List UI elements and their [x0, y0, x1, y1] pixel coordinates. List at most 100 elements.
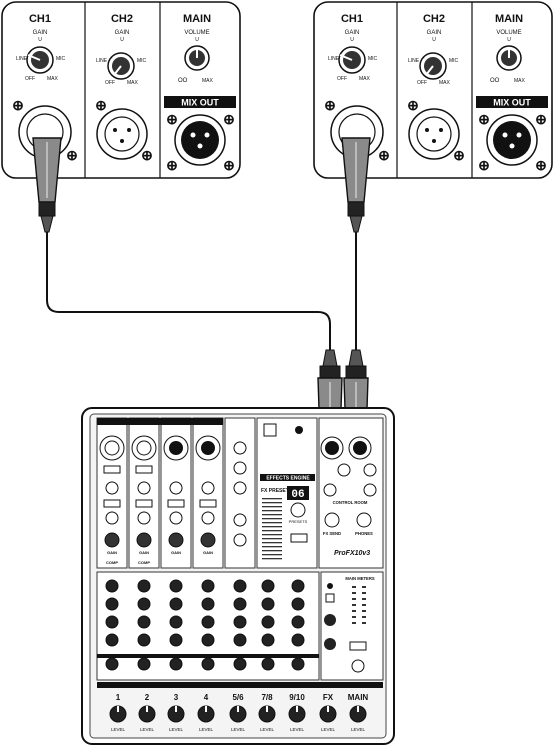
max-label: MAX: [202, 78, 214, 84]
inf-label: OO: [178, 78, 188, 84]
level-faders: 1 2 3 4 5/6 7/8 9/10 FX MAIN LEVEL LEVEL…: [97, 682, 383, 732]
svg-text:⊕: ⊕: [141, 147, 153, 163]
mix-out-label: MIX OUT: [181, 98, 219, 108]
preset-display-value: 06: [291, 489, 304, 501]
ch1-label: CH1: [341, 13, 363, 25]
unity-label: U: [195, 37, 199, 43]
main-label: MAIN: [495, 13, 523, 25]
max-label: MAX: [127, 80, 139, 86]
off-label: OFF: [25, 76, 35, 82]
fx-presets-label: FX PRESETS: [261, 488, 293, 494]
gain-label: GAIN: [107, 550, 117, 555]
max-label: MAX: [514, 78, 526, 84]
gain-label: GAIN: [345, 30, 360, 36]
mic-label: MIC: [449, 58, 459, 64]
svg-text:⊕: ⊕: [378, 147, 390, 163]
master-section: MAIN METERS: [320, 571, 384, 681]
level-label: LEVEL: [140, 727, 155, 732]
cable-left: [46, 232, 331, 350]
unity-label: U: [432, 37, 436, 43]
comp-label: COMP: [138, 560, 150, 565]
svg-text:⊕: ⊕: [453, 147, 465, 163]
max-label: MAX: [439, 80, 451, 86]
unity-label: U: [507, 37, 511, 43]
channel-4-label: 4: [204, 693, 209, 702]
line-label: LINE: [96, 58, 108, 64]
gain-label: GAIN: [427, 30, 442, 36]
comp-label: COMP: [106, 560, 118, 565]
svg-text:⊕: ⊕: [166, 157, 178, 173]
svg-text:⊕: ⊕: [12, 97, 24, 113]
brand-logo: ProFX10v3: [334, 550, 370, 557]
main-outputs: CONTROL ROOM FX SEND PHONES ProFX10v3: [318, 417, 384, 569]
max-label: MAX: [359, 76, 371, 82]
channel-7-8-label: 7/8: [261, 693, 273, 702]
presets-label: PRESETS: [289, 519, 308, 524]
svg-text:⊕: ⊕: [66, 147, 78, 163]
line-label: LINE: [408, 58, 420, 64]
ch2-label: CH2: [111, 13, 133, 25]
mixer: GAIN GAIN GAIN GAIN COMP COMP EFFECTS EN…: [81, 407, 395, 745]
channel-5-6-label: 5/6: [232, 693, 244, 702]
mix-out-banner: [476, 96, 548, 108]
gain-label: GAIN: [171, 550, 181, 555]
fx-send-label: FX SEND: [323, 531, 341, 536]
gain-label: GAIN: [115, 30, 130, 36]
max-label: MAX: [47, 76, 59, 82]
svg-text:⊕: ⊕: [478, 157, 490, 173]
unity-label: U: [120, 37, 124, 43]
mix-out-banner: [164, 96, 236, 108]
level-label: LEVEL: [260, 727, 275, 732]
mic-channels: GAIN GAIN GAIN GAIN COMP COMP: [96, 417, 224, 569]
channel-3-label: 3: [174, 693, 179, 702]
off-label: OFF: [337, 76, 347, 82]
svg-text:⊕: ⊕: [478, 111, 490, 127]
ch2-label: CH2: [423, 13, 445, 25]
xlr-plug-speaker-left: [32, 137, 62, 233]
mix-out-label: MIX OUT: [493, 98, 531, 108]
svg-text:⊕: ⊕: [95, 97, 107, 113]
level-label: LEVEL: [351, 727, 366, 732]
mic-label: MIC: [368, 56, 378, 62]
level-label: LEVEL: [111, 727, 126, 732]
preset-display: [287, 486, 309, 500]
level-label: LEVEL: [290, 727, 305, 732]
off-label: OFF: [105, 80, 115, 86]
level-label: LEVEL: [231, 727, 246, 732]
svg-text:⊕: ⊕: [535, 157, 547, 173]
volume-label: VOLUME: [496, 30, 521, 36]
main-meters-label: MAIN METERS: [345, 576, 375, 581]
gain-label: GAIN: [139, 550, 149, 555]
svg-text:⊕: ⊕: [535, 111, 547, 127]
off-label: OFF: [417, 80, 427, 86]
svg-text:⊕: ⊕: [407, 97, 419, 113]
level-label: LEVEL: [169, 727, 184, 732]
presets-knob[interactable]: [290, 502, 306, 518]
channel-main-label: MAIN: [348, 693, 369, 702]
mic-label: MIC: [56, 56, 66, 62]
gain-label: GAIN: [33, 30, 48, 36]
stereo-inputs: [224, 417, 256, 569]
svg-text:⊕: ⊕: [166, 111, 178, 127]
xlr-plug-speaker-right: [341, 137, 371, 233]
unity-label: U: [350, 37, 354, 43]
gain-label: GAIN: [203, 550, 213, 555]
ch1-label: CH1: [29, 13, 51, 25]
line-label: LINE: [328, 56, 340, 62]
line-label: LINE: [16, 56, 28, 62]
phones-label: PHONES: [355, 531, 373, 536]
speaker-panel-right: CH1 GAIN U LINE MIC OFF MAX ⊕ ⊕ CH2 GAIN…: [313, 1, 553, 179]
channel-1-label: 1: [116, 693, 121, 702]
level-label: LEVEL: [199, 727, 214, 732]
inf-label: OO: [490, 78, 500, 84]
svg-text:⊕: ⊕: [223, 157, 235, 173]
volume-label: VOLUME: [184, 30, 209, 36]
svg-text:⊕: ⊕: [223, 111, 235, 127]
main-label: MAIN: [183, 13, 211, 25]
control-room-label: CONTROL ROOM: [333, 500, 368, 505]
channel-9-10-label: 9/10: [289, 693, 305, 702]
svg-text:⊕: ⊕: [324, 97, 336, 113]
mic-label: MIC: [137, 58, 147, 64]
channel-2-label: 2: [145, 693, 150, 702]
